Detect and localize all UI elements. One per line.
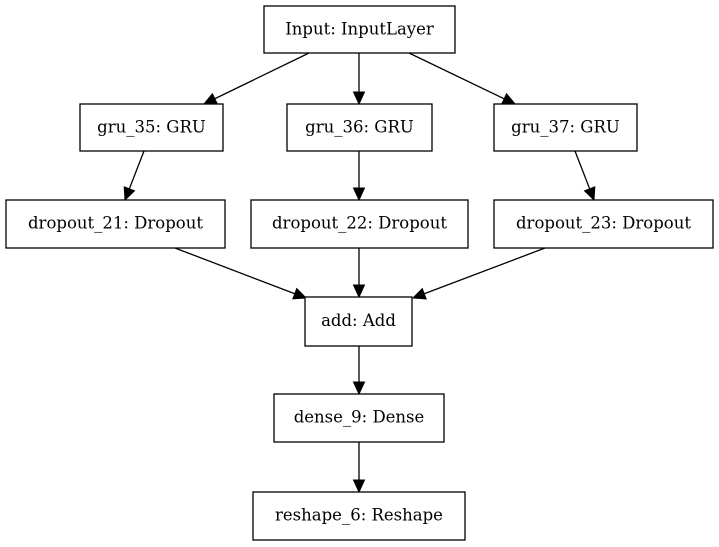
- edge-input-to-gru-37: [408, 52, 517, 105]
- node-dropout-21-box: [5, 199, 226, 249]
- node-dropout-21-label: dropout_21: Dropout: [28, 214, 203, 233]
- node-dropout-22-box: [250, 199, 469, 249]
- edge-line: [574, 150, 591, 190]
- node-dropout-22-label: dropout_22: Dropout: [272, 214, 447, 233]
- edge-line: [128, 150, 145, 190]
- arrowhead-icon: [123, 186, 136, 202]
- node-add-label: add: Add: [321, 311, 396, 330]
- node-reshape-6-label: reshape_6: Reshape: [275, 506, 443, 525]
- node-gru-37-label: gru_37: GRU: [511, 118, 620, 137]
- edge-line: [214, 52, 310, 100]
- node-dropout-23-box: [493, 199, 714, 249]
- node-dropout-23: dropout_23: Dropout: [493, 199, 714, 249]
- edge-input-to-gru-36: [352, 53, 366, 106]
- node-dropout-23-label: dropout_23: Dropout: [516, 214, 691, 233]
- edge-gru-36-to-dropout-22: [352, 151, 366, 202]
- node-dropout-22: dropout_22: Dropout: [250, 199, 469, 249]
- arrowhead-icon: [352, 187, 366, 202]
- node-gru-37: gru_37: GRU: [493, 103, 638, 152]
- node-gru-36-box: [286, 103, 433, 152]
- edge-line: [408, 52, 505, 100]
- edge-dense-9-to-reshape-6: [352, 442, 366, 494]
- node-input-box: [263, 5, 456, 54]
- node-gru-35: gru_35: GRU: [79, 103, 224, 152]
- node-gru-35-label: gru_35: GRU: [97, 118, 206, 137]
- arrowhead-icon: [352, 381, 366, 396]
- edge-gru-35-to-dropout-21: [123, 150, 145, 202]
- node-dense-9-label: dense_9: Dense: [294, 408, 425, 427]
- edge-line: [423, 247, 546, 295]
- arrowhead-icon: [292, 287, 308, 300]
- arrowhead-icon: [583, 186, 596, 202]
- node-add-box: [304, 296, 413, 347]
- arrowhead-icon: [352, 91, 366, 106]
- node-gru-37-box: [493, 103, 638, 152]
- arrowhead-icon: [202, 92, 218, 105]
- edge-dropout-22-to-add: [352, 248, 366, 299]
- arrowhead-icon: [352, 284, 366, 299]
- node-input: Input: InputLayer: [263, 5, 456, 54]
- node-add: add: Add: [304, 296, 413, 347]
- edge-input-to-gru-35: [202, 52, 310, 105]
- node-dense-9-box: [273, 393, 445, 443]
- arrowhead-icon: [352, 479, 366, 494]
- node-gru-36-label: gru_36: GRU: [305, 118, 414, 137]
- node-gru-35-box: [79, 103, 224, 152]
- node-reshape-6: reshape_6: Reshape: [252, 491, 466, 541]
- arrowhead-icon: [411, 287, 427, 300]
- edge-gru-37-to-dropout-23: [574, 150, 596, 202]
- edges-layer: [123, 52, 596, 494]
- edge-dropout-21-to-add: [174, 247, 308, 300]
- node-gru-36: gru_36: GRU: [286, 103, 433, 152]
- node-dense-9: dense_9: Dense: [273, 393, 445, 443]
- node-dropout-21: dropout_21: Dropout: [5, 199, 226, 249]
- edge-line: [174, 247, 296, 295]
- edge-dropout-23-to-add: [411, 247, 546, 300]
- node-input-label: Input: InputLayer: [285, 20, 434, 39]
- arrowhead-icon: [501, 92, 517, 105]
- node-reshape-6-box: [252, 491, 466, 541]
- edge-add-to-dense-9: [352, 346, 366, 396]
